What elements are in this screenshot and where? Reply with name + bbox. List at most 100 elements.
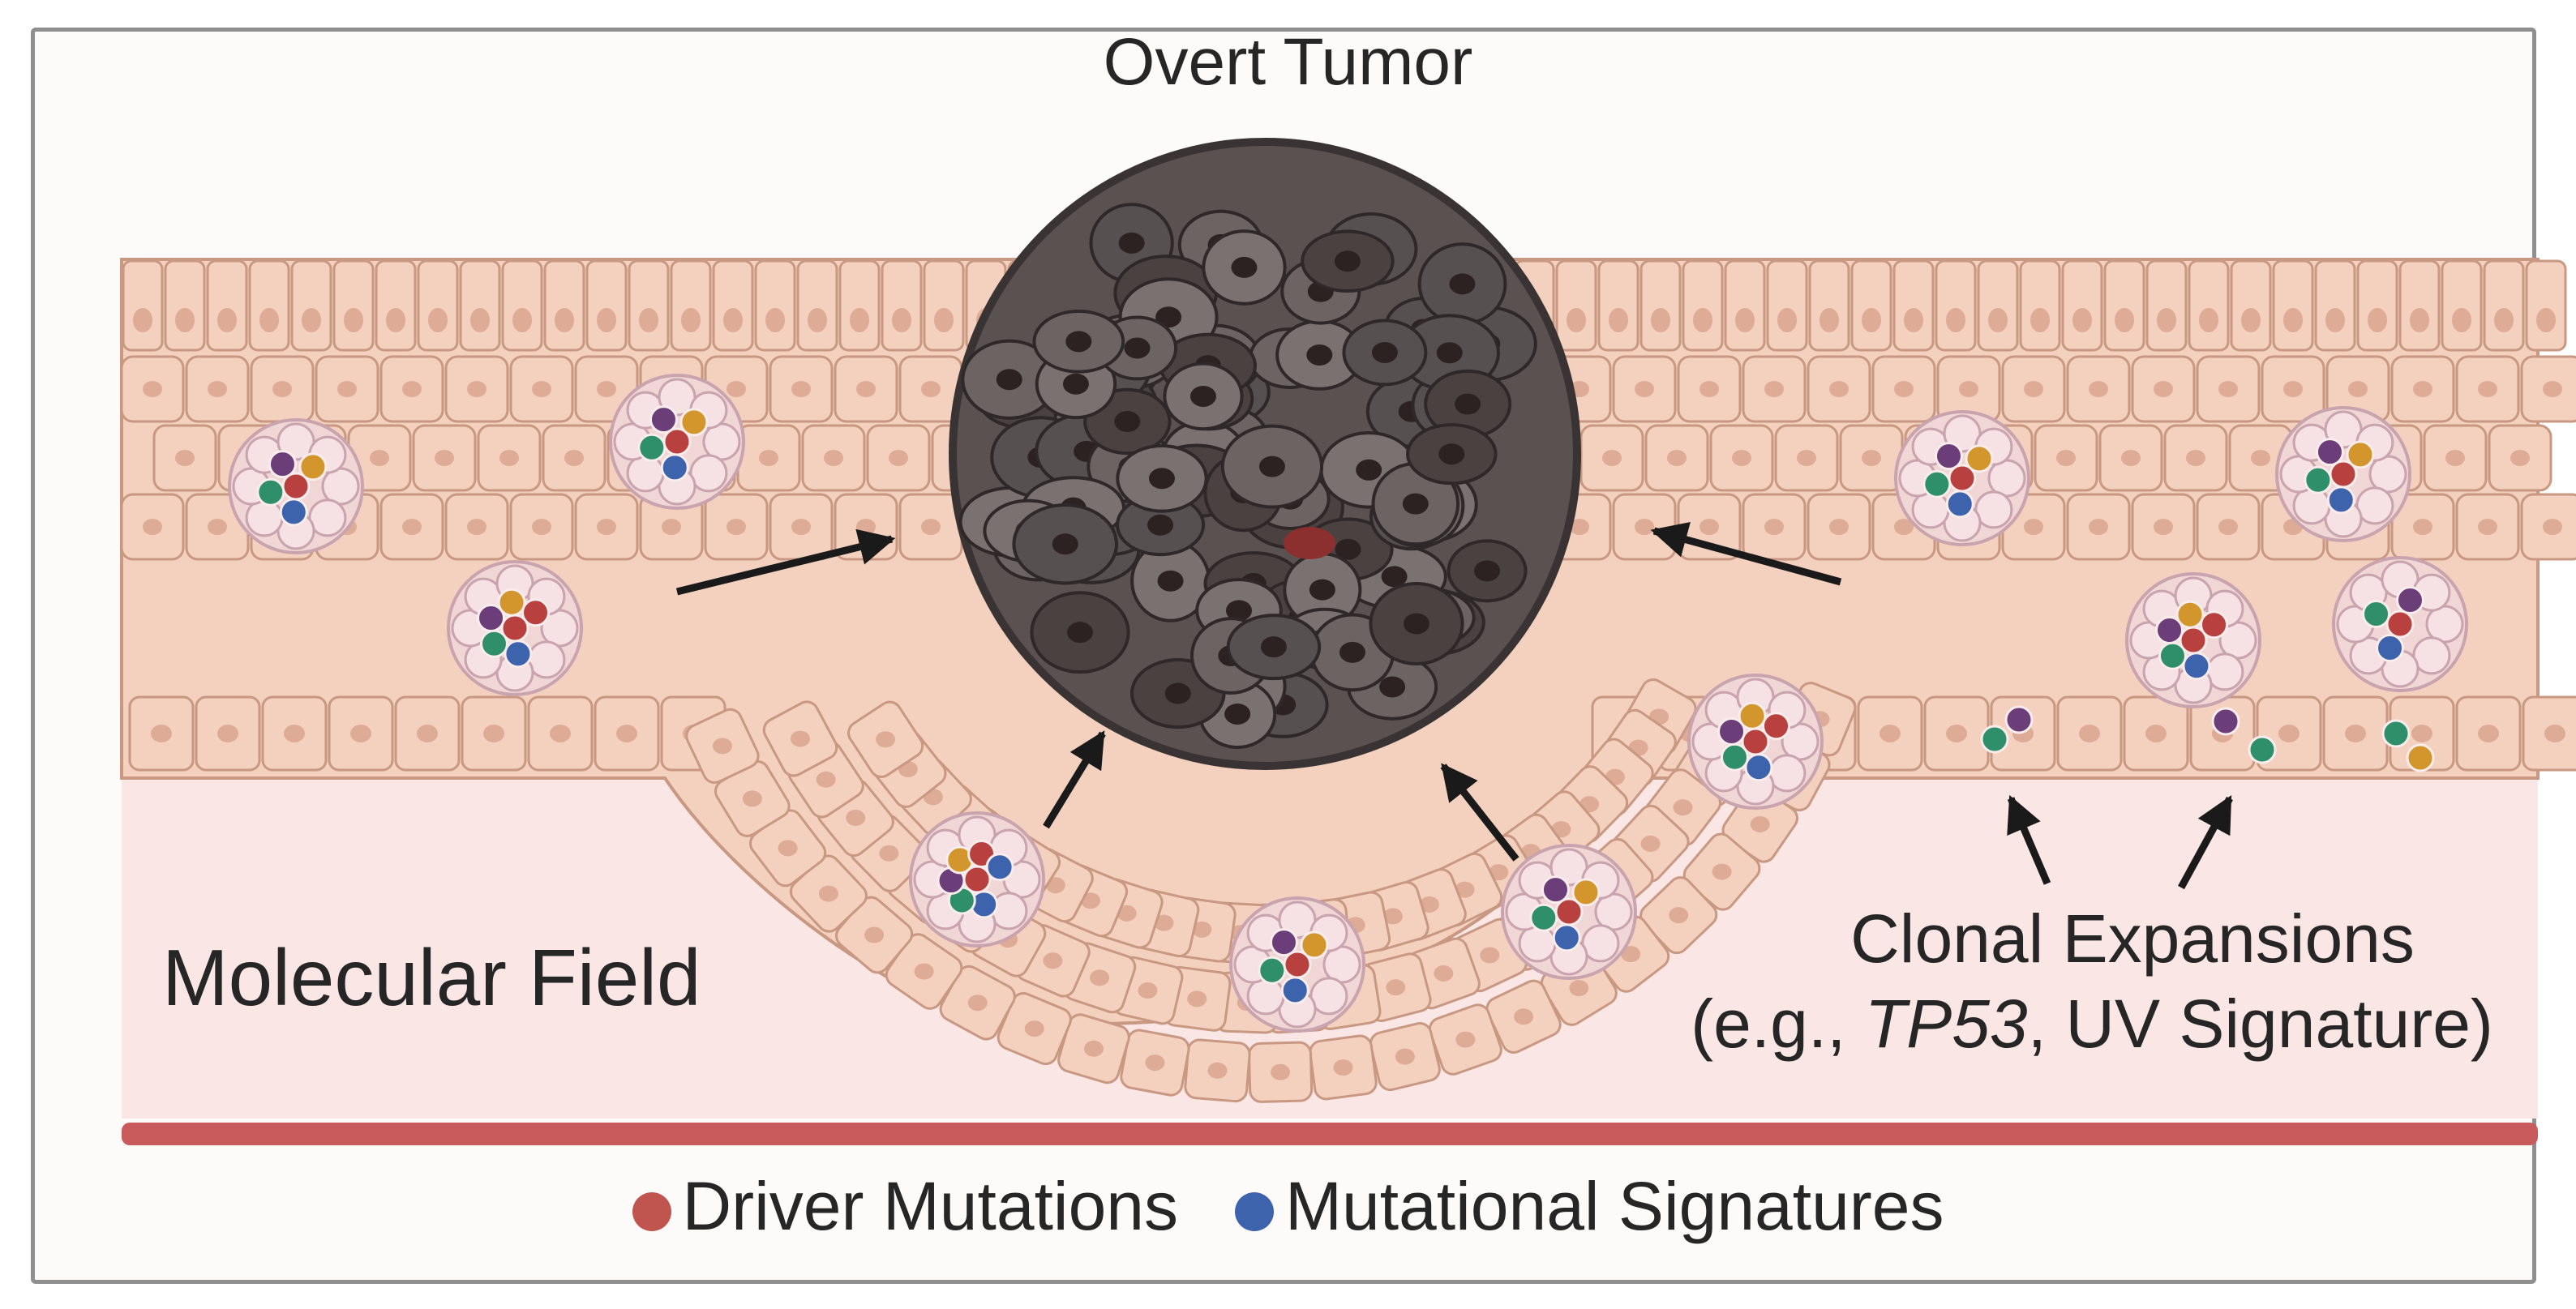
epithelial-cell (2272, 259, 2314, 352)
epithelial-cell (417, 259, 459, 352)
arrow (675, 528, 896, 596)
cell-nucleus (386, 308, 405, 332)
cell-nucleus (1946, 725, 1967, 742)
cell-nucleus (2536, 308, 2556, 332)
mutation-dot (1571, 878, 1601, 907)
mutation-dot (2326, 486, 2355, 515)
epithelial-cell (585, 259, 628, 352)
clonal-example-suffix: , UV Signature) (2027, 986, 2493, 1062)
mutation-dot (637, 433, 667, 462)
cell-nucleus (2218, 381, 2238, 397)
clone-cell (1987, 459, 2026, 498)
epithelial-cell (628, 259, 670, 352)
cell-nucleus (2410, 308, 2429, 332)
cell-nucleus (712, 738, 732, 755)
cell-nucleus (417, 725, 438, 742)
tumor-cell-nucleus (1335, 538, 1361, 560)
tumor-cell-nucleus (1124, 337, 1151, 359)
cell-nucleus (791, 519, 811, 535)
cell-nucleus (1333, 1059, 1353, 1076)
tumor-cell-nucleus (1356, 459, 1382, 481)
cell-nucleus (1382, 908, 1403, 925)
mutation-dot (2376, 633, 2405, 662)
basement-membrane (122, 1123, 2538, 1145)
cell-nucleus (723, 308, 743, 332)
arrow (1440, 763, 1519, 862)
epithelial-cell (838, 259, 881, 352)
cell-nucleus (2452, 308, 2471, 332)
cell-nucleus (1735, 308, 1755, 332)
cell-nucleus (1894, 381, 1914, 397)
cell-nucleus (2413, 519, 2432, 535)
epithelial-cell (796, 259, 838, 352)
tumor-cell-nucleus (1157, 570, 1184, 592)
cell-nucleus (1138, 982, 1158, 999)
cell-nucleus (1621, 946, 1641, 963)
mutation-dot (2385, 610, 2415, 639)
cell-nucleus (2478, 519, 2497, 535)
epithelial-cell (2356, 259, 2398, 352)
mutation-dot (477, 604, 506, 633)
cell-nucleus (208, 519, 227, 535)
epithelial-cell (122, 259, 164, 352)
epithelial-cell (2019, 259, 2061, 352)
mutation-dot (2381, 719, 2411, 748)
cell-nucleus (2325, 308, 2345, 332)
cell-nucleus (1187, 990, 1207, 1007)
cell-nucleus (816, 771, 836, 788)
cell-nucleus (208, 381, 227, 397)
mutation-dot (1541, 875, 1570, 905)
cell-nucleus (1602, 450, 1622, 466)
cell-nucleus (2345, 725, 2366, 742)
cell-nucleus (2157, 308, 2176, 332)
overt-tumor-label: Overt Tumor (1103, 25, 1473, 99)
cell-nucleus (2154, 381, 2173, 397)
cell-nucleus (846, 810, 866, 827)
epithelial-cell (1977, 259, 2019, 352)
cell-nucleus (2072, 308, 2092, 332)
mutation-dot (1720, 742, 1749, 772)
cell-nucleus (1090, 969, 1110, 986)
clone-cell (626, 454, 665, 493)
cell-nucleus (1192, 921, 1212, 938)
clone-cell (702, 422, 741, 461)
cell-nucleus (2241, 308, 2261, 332)
cell-nucleus (483, 725, 504, 742)
cell-nucleus (1829, 519, 1849, 535)
cell-nucleus (2494, 308, 2514, 332)
mutation-dot (479, 629, 508, 658)
cell-nucleus (1640, 835, 1661, 852)
clone-cell (527, 640, 566, 679)
epithelial-cell (2145, 259, 2188, 352)
cell-nucleus (824, 450, 843, 466)
cell-nucleus (790, 730, 810, 747)
mutation-dot (1922, 469, 1952, 498)
mutation-dot (2158, 641, 2187, 670)
clone-cell (1974, 490, 2013, 529)
mutation-dot (497, 588, 526, 617)
cell-nucleus (512, 308, 532, 332)
mutation-dot (1552, 923, 1581, 952)
cell-nucleus (337, 381, 357, 397)
clone-cell (1246, 977, 1285, 1016)
cell-nucleus (175, 308, 195, 332)
cell-nucleus (2218, 519, 2238, 535)
cell-nucleus (639, 308, 658, 332)
epithelial-cell (248, 259, 290, 352)
cell-nucleus (1750, 815, 1770, 832)
clone-cell (1309, 977, 1348, 1016)
cell-nucleus (2115, 308, 2134, 332)
cell-nucleus (879, 845, 899, 862)
clone-cell (689, 454, 728, 493)
cell-nucleus (808, 308, 827, 332)
epithelial-cell (1682, 259, 1724, 352)
cell-nucleus (2510, 450, 2530, 466)
tumor-cell-nucleus (1189, 385, 1216, 407)
cell-nucleus (2079, 725, 2100, 742)
cell-nucleus (1819, 308, 1839, 332)
mutation-dot (2346, 440, 2375, 469)
cell-nucleus (217, 725, 238, 742)
tumor-cell-nucleus (1381, 566, 1408, 588)
arrow (2178, 795, 2233, 890)
cell-nucleus (1764, 519, 1784, 535)
